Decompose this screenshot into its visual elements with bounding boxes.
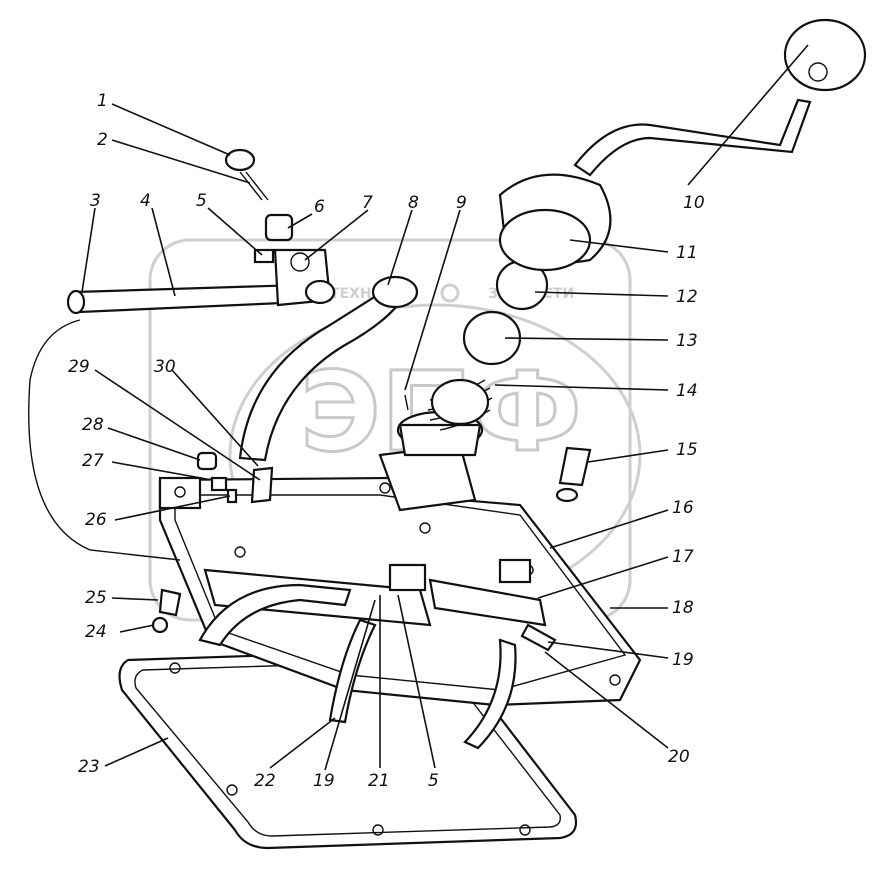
callout-10: 10: [683, 193, 705, 213]
callout-20: 20: [668, 747, 690, 767]
callout-25: 25: [85, 588, 107, 608]
callout-28: 28: [82, 415, 104, 435]
callout-2: 2: [97, 130, 108, 150]
callout-6: 6: [314, 197, 325, 217]
callout-26: 26: [85, 510, 107, 530]
small-parts: [28, 148, 592, 652]
callout-4: 4: [140, 191, 151, 211]
callout-5-bottom: 5: [428, 771, 439, 791]
callout-3: 3: [90, 191, 101, 211]
callout-13: 13: [676, 331, 698, 351]
callout-14: 14: [676, 381, 698, 401]
callout-22: 22: [254, 771, 276, 791]
callout-15: 15: [676, 440, 698, 460]
callout-18: 18: [672, 598, 694, 618]
callout-24: 24: [85, 622, 107, 642]
lever-spring: [427, 378, 493, 431]
callout-23: 23: [78, 757, 100, 777]
callout-29: 29: [68, 357, 90, 377]
callout-30: 30: [154, 357, 176, 377]
callout-7: 7: [362, 193, 373, 213]
shift-rod: [66, 248, 336, 315]
callout-21: 21: [368, 771, 390, 791]
callout-19-bottom: 19: [313, 771, 335, 791]
ball-joint-parts: [462, 173, 612, 366]
callout-leaders: [81, 44, 809, 771]
callout-11: 11: [676, 243, 698, 263]
callout-8: 8: [408, 193, 419, 213]
callout-17: 17: [672, 547, 694, 567]
gearbox-housing: [158, 476, 642, 707]
callout-16: 16: [672, 498, 694, 518]
callout-labels: 1 2 3 4 5 6 7 8 9 10 11 12 13 14 15 16 1…: [68, 91, 705, 791]
callout-19-right: 19: [672, 650, 694, 670]
callout-1: 1: [97, 91, 108, 111]
shift-forks: [198, 583, 517, 750]
gear-lever: [573, 18, 867, 177]
callout-5-top: 5: [196, 191, 207, 211]
callout-27: 27: [82, 451, 104, 471]
callout-12: 12: [676, 287, 698, 307]
callout-9: 9: [456, 193, 467, 213]
selector-arm: [238, 275, 419, 462]
